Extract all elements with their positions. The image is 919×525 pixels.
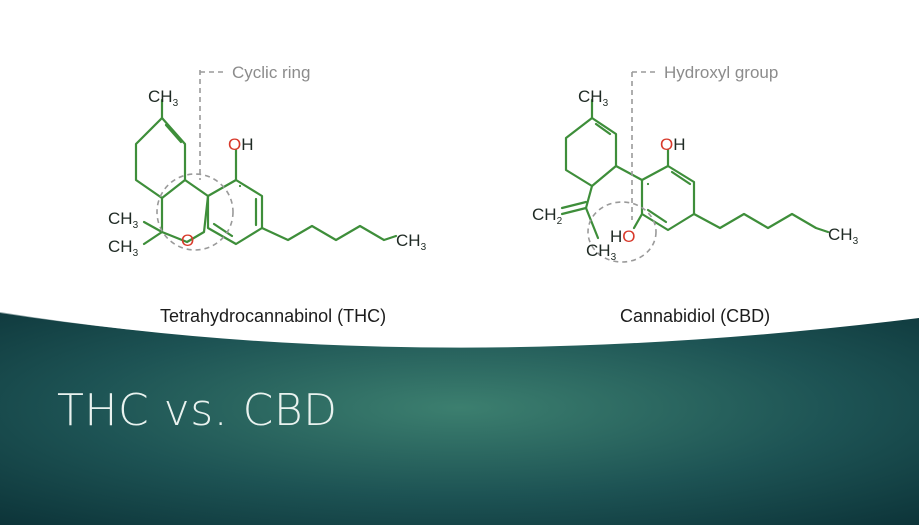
thc-label-oh: OH [228, 135, 254, 154]
cbd-name: Cannabidiol (CBD) [620, 306, 770, 326]
thc-label-ch3-tail: CH3 [396, 231, 427, 253]
cbd-label-ch3-tail: CH3 [828, 225, 859, 247]
cbd-structure [560, 71, 830, 263]
thc-label-ch3-b: CH3 [108, 237, 139, 259]
thc-label-ch3-top: CH3 [148, 87, 179, 109]
cbd-label-ch2: CH2 [532, 205, 563, 227]
thc-label-ch3-a: CH3 [108, 209, 139, 231]
cbd-label-ch3-top: CH3 [578, 87, 609, 109]
cbd-label-ho: HO [610, 227, 636, 246]
thc-label-ring-oxygen: O [181, 231, 194, 250]
slide-title: THC vs. CBD [57, 385, 338, 436]
cbd-callout-label: Hydroxyl group [664, 63, 778, 82]
cbd-hydroxyl-highlight [587, 201, 657, 263]
thc-name: Tetrahydrocannabinol (THC) [160, 306, 386, 326]
thc-ring-highlight [156, 173, 234, 251]
thc-structure [134, 70, 398, 251]
thc-callout-label: Cyclic ring [232, 63, 310, 82]
cbd-label-oh: OH [660, 135, 686, 154]
cbd-label-ch3-iso: CH3 [586, 241, 617, 263]
